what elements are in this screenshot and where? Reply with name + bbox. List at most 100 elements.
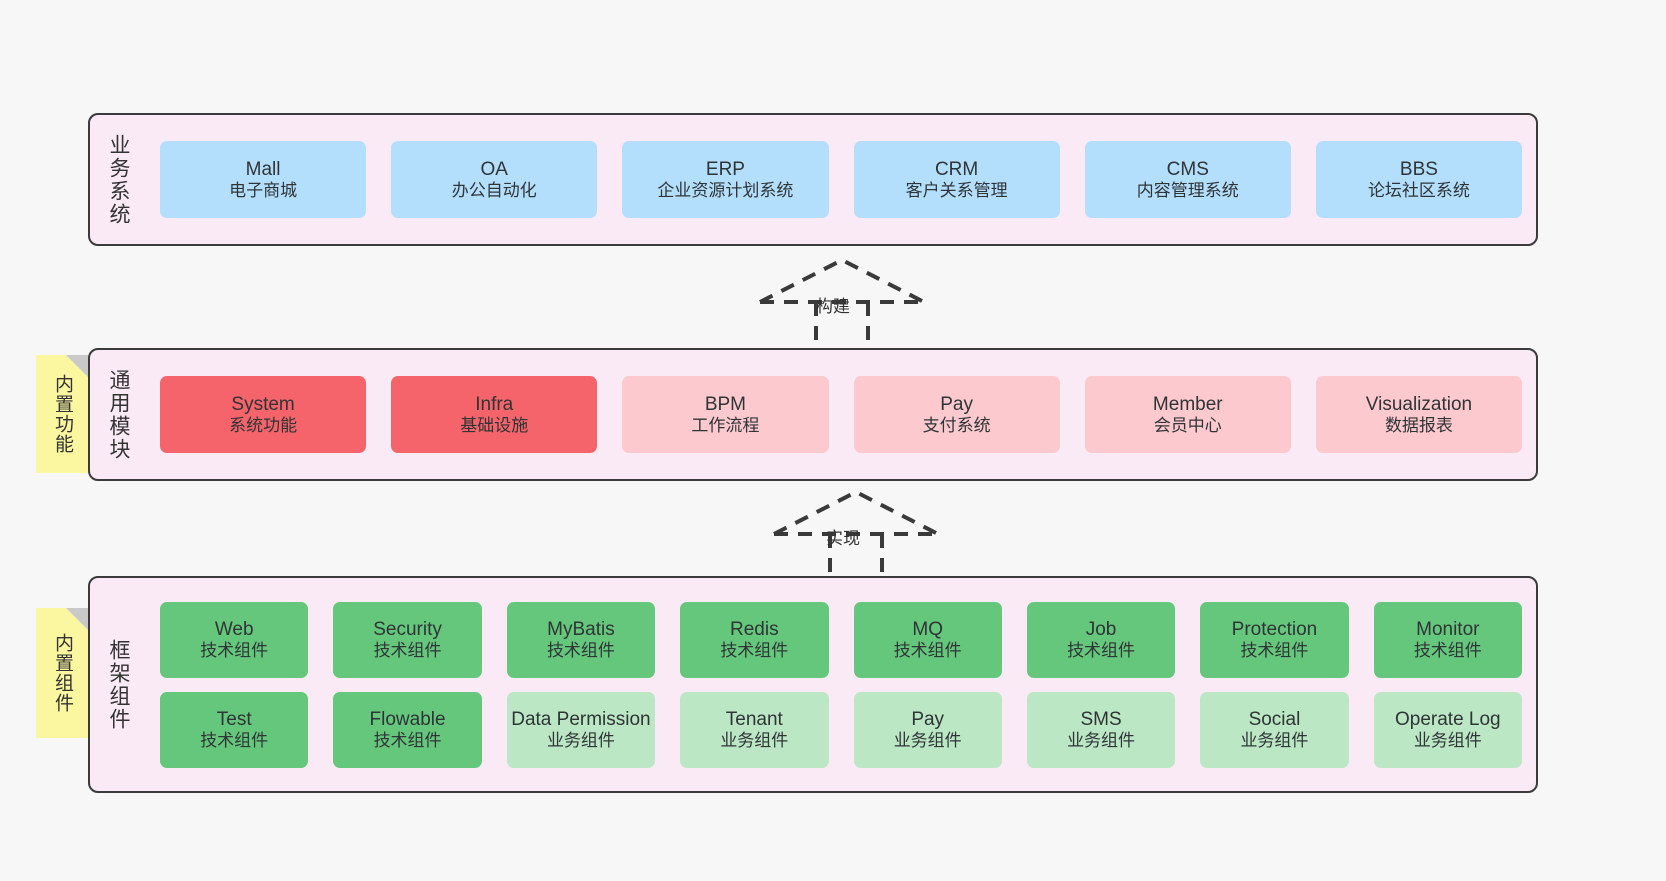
card-crm[interactable]: CRM 客户关系管理 xyxy=(853,141,1060,218)
card-web[interactable]: Web 技术组件 xyxy=(160,601,309,678)
layer-label-framework-components: 框架组件 xyxy=(107,638,131,731)
layer-common-modules: 通用模块 System 系统功能 Infra 基础设施 BPM 工作流程 Pay… xyxy=(88,348,1538,481)
card-subtitle: 工作流程 xyxy=(691,415,760,435)
card-bpm[interactable]: BPM 工作流程 xyxy=(622,376,829,453)
card-subtitle: 数据报表 xyxy=(1384,415,1453,435)
card-row: Web 技术组件 Security 技术组件 MyBatis 技术组件 Redi… xyxy=(160,601,1522,678)
card-cms[interactable]: CMS 内容管理系统 xyxy=(1084,141,1291,218)
card-tenant[interactable]: Tenant 业务组件 xyxy=(680,691,829,768)
card-subtitle: 客户关系管理 xyxy=(905,180,1008,200)
card-mall[interactable]: Mall 电子商城 xyxy=(160,141,367,218)
card-subtitle: 业务组件 xyxy=(1240,730,1309,750)
card-erp[interactable]: ERP 企业资源计划系统 xyxy=(622,141,829,218)
card-title: BPM xyxy=(704,393,747,415)
card-title: SMS xyxy=(1080,708,1122,730)
connector-implement: 实现 xyxy=(770,488,942,576)
layer-body-common-modules: System 系统功能 Infra 基础设施 BPM 工作流程 Pay 支付系统… xyxy=(146,350,1536,479)
card-pay-component[interactable]: Pay 业务组件 xyxy=(853,691,1002,768)
card-subtitle: 技术组件 xyxy=(200,640,269,660)
card-subtitle: 办公自动化 xyxy=(451,180,537,200)
layer-body-business-systems: Mall 电子商城 OA 办公自动化 ERP 企业资源计划系统 CRM 客户关系… xyxy=(146,115,1536,244)
card-title: Mall xyxy=(245,158,281,180)
connector-build: 构建 xyxy=(756,256,928,344)
card-operate-log[interactable]: Operate Log 业务组件 xyxy=(1373,691,1522,768)
card-subtitle: 技术组件 xyxy=(1067,640,1136,660)
card-title: Tenant xyxy=(725,708,783,730)
card-redis[interactable]: Redis 技术组件 xyxy=(680,601,829,678)
card-title: MQ xyxy=(912,618,943,640)
card-title: System xyxy=(231,393,295,415)
card-title: Test xyxy=(216,708,252,730)
card-title: Pay xyxy=(911,708,945,730)
connector-build-label: 构建 xyxy=(816,297,850,316)
card-subtitle: 技术组件 xyxy=(1413,640,1482,660)
card-mq[interactable]: MQ 技术组件 xyxy=(853,601,1002,678)
card-title: BBS xyxy=(1399,158,1438,180)
card-subtitle: 技术组件 xyxy=(373,640,442,660)
card-subtitle: 业务组件 xyxy=(546,730,615,750)
card-subtitle: 技术组件 xyxy=(546,640,615,660)
sticky-note-builtin-functions: 内置功能 xyxy=(36,355,88,473)
card-title: Web xyxy=(214,618,254,640)
card-title: Security xyxy=(373,618,442,640)
card-title: Monitor xyxy=(1416,618,1480,640)
card-subtitle: 电子商城 xyxy=(229,180,298,200)
card-subtitle: 内容管理系统 xyxy=(1136,180,1239,200)
card-test[interactable]: Test 技术组件 xyxy=(160,691,309,768)
card-subtitle: 企业资源计划系统 xyxy=(657,180,794,200)
card-data-permission[interactable]: Data Permission 业务组件 xyxy=(506,691,656,768)
layer-business-systems: 业务系统 Mall 电子商城 OA 办公自动化 ERP 企业资源计划系统 CRM… xyxy=(88,113,1538,246)
card-title: ERP xyxy=(705,158,745,180)
card-visualization[interactable]: Visualization 数据报表 xyxy=(1315,376,1523,453)
card-title: Social xyxy=(1248,708,1301,730)
card-subtitle: 会员中心 xyxy=(1153,415,1222,435)
card-row: Mall 电子商城 OA 办公自动化 ERP 企业资源计划系统 CRM 客户关系… xyxy=(160,141,1523,218)
card-title: Protection xyxy=(1231,618,1318,640)
card-row: Test 技术组件 Flowable 技术组件 Data Permission … xyxy=(160,691,1522,768)
card-title: Redis xyxy=(730,618,779,640)
card-sms[interactable]: SMS 业务组件 xyxy=(1026,691,1176,768)
card-subtitle: 基础设施 xyxy=(460,415,529,435)
card-title: Operate Log xyxy=(1394,708,1501,730)
layer-framework-components: 框架组件 Web 技术组件 Security 技术组件 MyBatis 技术组件… xyxy=(88,576,1538,793)
card-infra[interactable]: Infra 基础设施 xyxy=(391,376,598,453)
card-title: Member xyxy=(1152,393,1223,415)
card-subtitle: 技术组件 xyxy=(200,730,269,750)
card-monitor[interactable]: Monitor 技术组件 xyxy=(1373,601,1522,678)
sticky-fold-icon xyxy=(66,608,88,630)
card-system[interactable]: System 系统功能 xyxy=(160,376,367,453)
connector-implement-label: 实现 xyxy=(826,529,860,548)
card-protection[interactable]: Protection 技术组件 xyxy=(1200,601,1349,678)
card-title: Data Permission xyxy=(511,708,651,730)
card-bbs[interactable]: BBS 论坛社区系统 xyxy=(1315,141,1523,218)
card-title: MyBatis xyxy=(547,618,615,640)
card-subtitle: 业务组件 xyxy=(1413,730,1482,750)
card-title: CRM xyxy=(934,158,979,180)
card-title: Pay xyxy=(940,393,973,415)
card-member[interactable]: Member 会员中心 xyxy=(1084,376,1291,453)
card-mybatis[interactable]: MyBatis 技术组件 xyxy=(506,601,656,678)
card-subtitle: 支付系统 xyxy=(922,415,991,435)
layer-body-framework-components: Web 技术组件 Security 技术组件 MyBatis 技术组件 Redi… xyxy=(146,578,1536,791)
sticky-note-label: 内置组件 xyxy=(51,633,73,713)
card-subtitle: 论坛社区系统 xyxy=(1367,180,1470,200)
card-flowable[interactable]: Flowable 技术组件 xyxy=(333,691,482,768)
card-subtitle: 技术组件 xyxy=(373,730,442,750)
card-subtitle: 系统功能 xyxy=(229,415,298,435)
card-subtitle: 技术组件 xyxy=(1240,640,1309,660)
card-security[interactable]: Security 技术组件 xyxy=(333,601,482,678)
card-subtitle: 业务组件 xyxy=(720,730,789,750)
card-row: System 系统功能 Infra 基础设施 BPM 工作流程 Pay 支付系统… xyxy=(160,376,1523,453)
card-oa[interactable]: OA 办公自动化 xyxy=(391,141,598,218)
layer-label-common-modules: 通用模块 xyxy=(107,368,131,461)
card-title: Visualization xyxy=(1365,393,1473,415)
layer-label-business-systems: 业务系统 xyxy=(107,133,131,226)
card-subtitle: 技术组件 xyxy=(720,640,789,660)
sticky-fold-icon xyxy=(66,355,88,377)
card-pay-module[interactable]: Pay 支付系统 xyxy=(853,376,1060,453)
card-job[interactable]: Job 技术组件 xyxy=(1026,601,1176,678)
card-title: OA xyxy=(480,158,508,180)
card-subtitle: 技术组件 xyxy=(893,640,962,660)
card-title: Infra xyxy=(475,393,514,415)
card-social[interactable]: Social 业务组件 xyxy=(1200,691,1349,768)
